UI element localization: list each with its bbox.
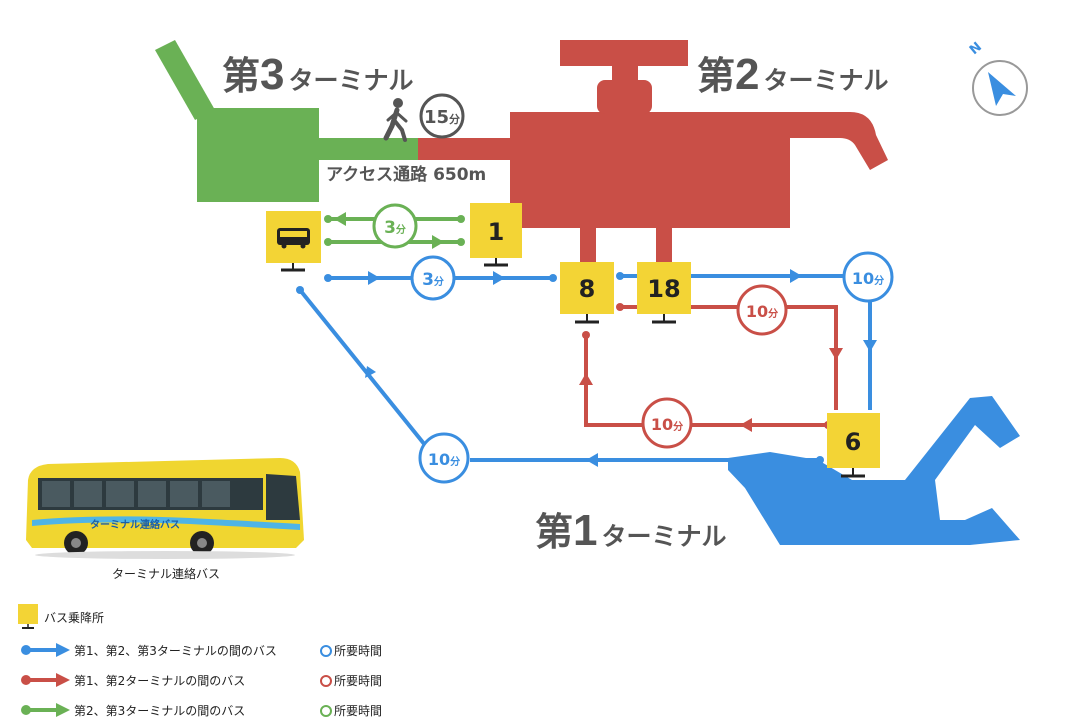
- svg-text:10分: 10分: [428, 450, 460, 469]
- legend-red-time: 所要時間: [320, 672, 382, 689]
- svg-text:8: 8: [579, 275, 596, 303]
- svg-text:3分: 3分: [422, 270, 444, 290]
- walking-person-icon: [383, 98, 408, 142]
- time-badge-blue-1: 3分: [410, 255, 456, 301]
- legend-stop-label: バス乗降所: [44, 611, 105, 625]
- svg-text:10分: 10分: [852, 269, 884, 288]
- legend-stop: バス乗降所: [44, 609, 104, 626]
- bus-stop-18[interactable]: 18: [637, 262, 691, 324]
- bus-stop-terminal-3[interactable]: [266, 211, 321, 272]
- ring-red-icon: [320, 674, 332, 687]
- bus-icon: [277, 228, 310, 249]
- ring-green-icon: [320, 704, 332, 717]
- time-badge-red-1: 10分: [736, 284, 788, 336]
- time-badge-green: 3分: [372, 203, 418, 249]
- legend-blue: 第1、第2、第3ターミナルの間のバス: [74, 642, 277, 659]
- bus-stop-6[interactable]: 6: [827, 413, 880, 478]
- bus-photo-caption: ターミナル連絡バス: [111, 567, 220, 581]
- legend-green-line: [21, 703, 70, 717]
- terminal-2-building: [418, 40, 888, 266]
- terminal-bus-photo: ターミナル連絡バス: [26, 458, 304, 559]
- legend-green-label: 第2、第3ターミナルの間のバス: [74, 704, 246, 718]
- svg-text:3分: 3分: [384, 218, 406, 238]
- ring-blue-icon: [320, 644, 332, 657]
- legend-green: 第2、第3ターミナルの間のバス: [74, 702, 245, 719]
- svg-text:1: 1: [488, 218, 505, 246]
- legend-blue-time-label: 所要時間: [334, 644, 383, 658]
- bus-side-sign: ターミナル連絡バス: [90, 518, 180, 531]
- compass-north-label: N: [967, 40, 985, 58]
- bus-stop-8[interactable]: 8: [560, 262, 614, 324]
- time-badge-red-2: 10分: [641, 397, 693, 449]
- walkway-label: アクセス通路 650m: [326, 164, 486, 185]
- legend-green-time: 所要時間: [320, 702, 382, 719]
- legend-red: 第1、第2ターミナルの間のバス: [74, 672, 245, 689]
- time-badge-blue-3: 10分: [418, 432, 470, 484]
- terminal-3-building: [155, 40, 418, 202]
- bus-stop-1[interactable]: 1: [470, 203, 522, 267]
- svg-text:18: 18: [647, 275, 680, 303]
- legend-red-label: 第1、第2ターミナルの間のバス: [74, 674, 246, 688]
- compass-arrow-icon: [988, 72, 1016, 106]
- legend-blue-label: 第1、第2、第3ターミナルの間のバス: [74, 644, 277, 658]
- walk-time-badge: 15分: [419, 93, 465, 139]
- svg-text:6: 6: [845, 428, 862, 456]
- svg-text:10分: 10分: [746, 302, 778, 321]
- legend-blue-line: [21, 643, 70, 657]
- legend-blue-time: 所要時間: [320, 642, 382, 659]
- terminal-1-building: [728, 396, 1020, 545]
- compass-icon: N: [967, 40, 1028, 116]
- legend-stop-icon: [18, 604, 38, 629]
- svg-text:10分: 10分: [651, 415, 683, 434]
- time-badge-blue-2: 10分: [842, 251, 894, 303]
- legend-red-time-label: 所要時間: [334, 674, 383, 688]
- svg-text:15分: 15分: [424, 107, 460, 128]
- legend-red-line: [21, 673, 70, 687]
- legend-green-time-label: 所要時間: [334, 704, 383, 718]
- route-red: [584, 305, 838, 427]
